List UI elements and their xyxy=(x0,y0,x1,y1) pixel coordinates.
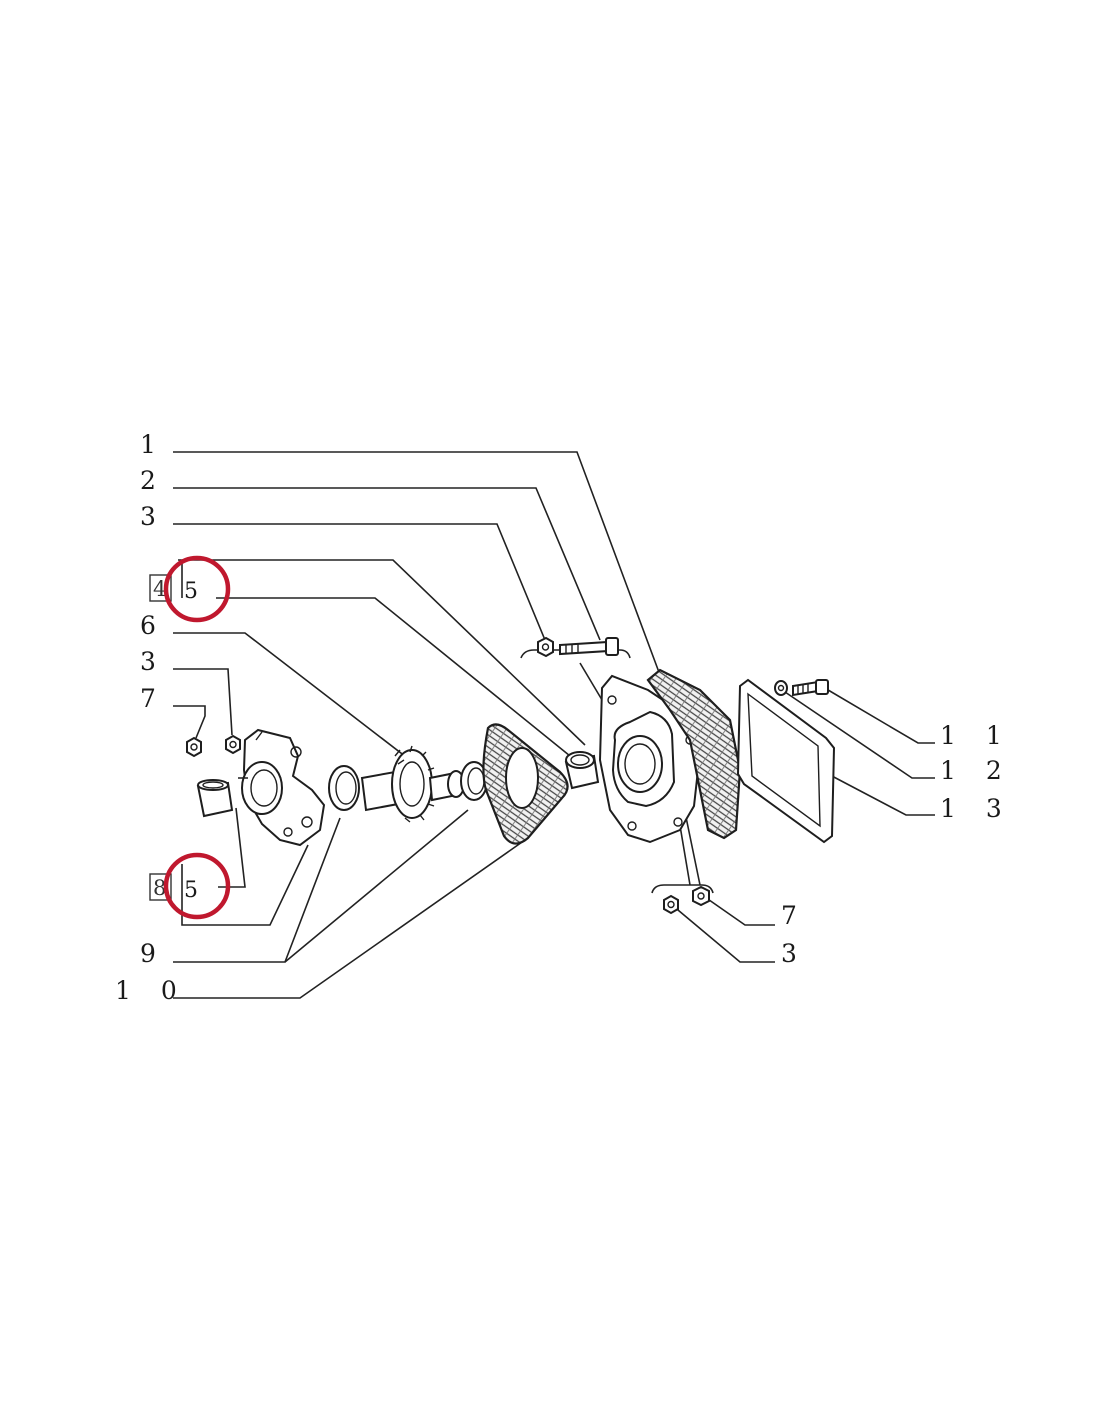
callout-10: 1 0 xyxy=(115,976,188,1005)
callout-7-right: 7 xyxy=(781,901,808,930)
callout-4-box xyxy=(149,574,172,602)
nut-right-3 xyxy=(663,894,679,915)
callout-labels: 1 2 3 4 5 6 3 7 8 5 9 1 0 1 1 1 2 1 3 7 … xyxy=(115,430,1013,1005)
nut-left-7 xyxy=(186,736,202,758)
bolt-top xyxy=(559,637,619,656)
leader-lines xyxy=(173,451,935,999)
callout-2: 2 xyxy=(140,466,167,495)
callout-9: 9 xyxy=(140,939,167,968)
screw-11 xyxy=(792,679,829,697)
washer-12 xyxy=(774,680,788,696)
callout-6: 6 xyxy=(140,611,167,640)
callout-11: 1 1 xyxy=(940,721,1013,750)
callout-4: 4 xyxy=(153,577,166,601)
bushing-5 xyxy=(196,779,234,818)
callout-3-right: 3 xyxy=(781,939,808,968)
nut-top xyxy=(537,636,554,658)
nut-left-3 xyxy=(225,734,241,755)
callout-5-top: 5 xyxy=(184,579,198,604)
ring-left xyxy=(328,765,360,811)
callout-1: 1 xyxy=(140,430,167,459)
callout-3-mid: 3 xyxy=(140,647,167,676)
nut-right-7 xyxy=(692,885,710,907)
gasket-10 xyxy=(482,723,569,845)
callout-13: 1 3 xyxy=(940,794,1013,823)
callout-8: 8 xyxy=(153,876,166,900)
callout-3-top: 3 xyxy=(140,502,167,531)
gasket-1 xyxy=(646,668,742,840)
gear-shaft-6 xyxy=(360,745,465,823)
cover-plate-13 xyxy=(736,678,836,844)
callout-5-bottom: 5 xyxy=(184,878,198,903)
callout-7-left: 7 xyxy=(140,684,167,713)
support-housing-8 xyxy=(238,728,326,847)
highlight-circle-bottom xyxy=(163,852,231,920)
callout-12: 1 2 xyxy=(940,756,1013,785)
highlight-circle-top xyxy=(163,555,231,623)
callout-8-box xyxy=(149,873,172,901)
highlight-markers xyxy=(163,555,231,920)
bushing-right-5 xyxy=(564,751,600,790)
